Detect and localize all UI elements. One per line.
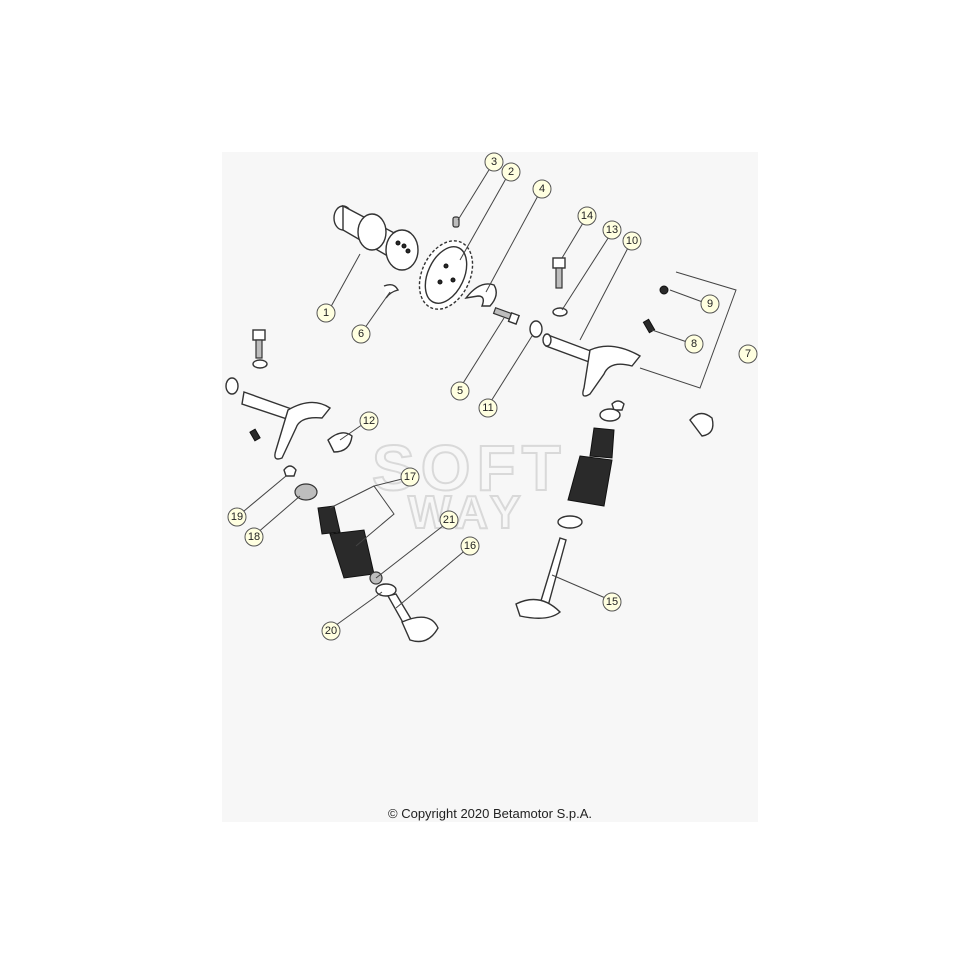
callout-19: 19 <box>227 507 247 527</box>
callout-14: 14 <box>577 206 597 226</box>
callout-1: 1 <box>316 303 336 323</box>
svg-text:9: 9 <box>707 298 713 310</box>
valve-shim-spare <box>689 412 714 437</box>
svg-text:7: 7 <box>745 348 751 360</box>
svg-text:17: 17 <box>404 471 416 483</box>
intake-valve <box>386 593 439 643</box>
intake-spring-retainer <box>294 483 318 501</box>
intake-valve-springs <box>317 505 375 579</box>
callout-9: 9 <box>700 294 720 314</box>
callout-21: 21 <box>439 510 459 530</box>
svg-text:WAY: WAY <box>408 486 527 538</box>
copyright-text: © Copyright 2020 Betamotor S.p.A. <box>388 806 592 821</box>
watermark: SOFT WAY <box>371 431 567 539</box>
svg-text:16: 16 <box>464 540 476 552</box>
svg-text:21: 21 <box>443 514 455 526</box>
callout-18: 18 <box>244 527 264 547</box>
svg-text:1: 1 <box>323 307 329 319</box>
svg-text:6: 6 <box>358 328 364 340</box>
callout-12: 12 <box>359 411 379 431</box>
exhaust-valve-keepers <box>599 400 625 422</box>
svg-text:SOFT: SOFT <box>372 432 567 504</box>
callout-7: 7 <box>738 344 758 364</box>
callout-4: 4 <box>532 179 552 199</box>
circlip <box>383 283 400 299</box>
callout-8: 8 <box>684 334 704 354</box>
exhaust-valve <box>515 537 567 619</box>
callout-3: 3 <box>484 152 504 172</box>
svg-text:11: 11 <box>482 402 493 414</box>
intake-o-ring <box>225 377 239 395</box>
svg-text:19: 19 <box>231 511 243 523</box>
callout-6: 6 <box>351 324 371 344</box>
intake-rocker-assembly <box>241 391 332 460</box>
svg-text:4: 4 <box>539 183 545 195</box>
callout-15: 15 <box>602 592 622 612</box>
svg-text:2: 2 <box>508 166 514 178</box>
svg-text:3: 3 <box>491 156 497 168</box>
svg-text:12: 12 <box>363 415 375 427</box>
lock-plate <box>464 283 497 307</box>
valve-shim <box>327 432 353 453</box>
callout-20: 20 <box>321 621 341 641</box>
svg-text:18: 18 <box>248 531 260 543</box>
callout-17: 17 <box>400 467 420 487</box>
intake-shaft-bolt <box>252 329 268 369</box>
svg-text:8: 8 <box>691 338 697 350</box>
rocker-shaft-bolt <box>552 257 568 317</box>
svg-text:10: 10 <box>626 235 638 247</box>
camshaft <box>333 204 419 271</box>
svg-text:5: 5 <box>457 385 463 397</box>
leader-lines <box>237 164 737 629</box>
dowel-pin <box>452 216 460 228</box>
svg-text:15: 15 <box>606 596 618 608</box>
callout-11: 11 <box>478 398 498 418</box>
svg-text:14: 14 <box>581 210 593 222</box>
o-ring <box>529 320 543 338</box>
callout-5: 5 <box>450 381 470 401</box>
exhaust-valve-springs <box>557 427 615 529</box>
intake-valve-keepers <box>283 465 297 477</box>
svg-text:13: 13 <box>606 224 618 236</box>
svg-text:20: 20 <box>325 625 337 637</box>
exhaust-rocker-assembly <box>542 285 669 397</box>
callout-10: 10 <box>622 231 642 251</box>
callout-2: 2 <box>501 162 521 182</box>
callout-16: 16 <box>460 536 480 556</box>
sprocket-bolt <box>492 306 521 325</box>
callout-13: 13 <box>602 220 622 240</box>
cam-sprocket <box>418 240 474 310</box>
